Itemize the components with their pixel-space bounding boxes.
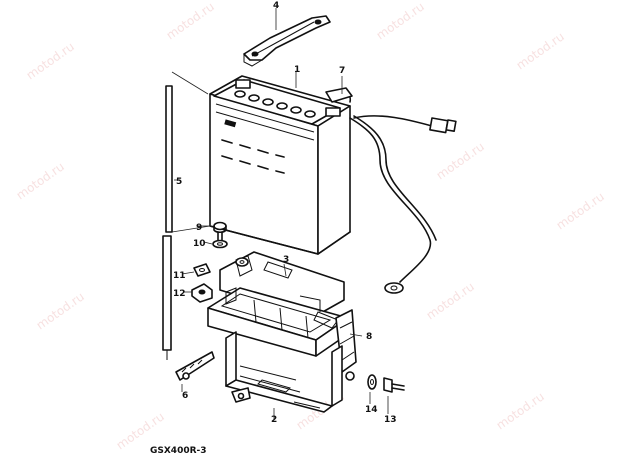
callout-13: 13 [384,415,397,425]
hose-guide [175,351,215,381]
callout-4: 4 [273,1,279,11]
watermark: motod.ru [494,389,547,432]
battery-strap [243,15,331,67]
callouts: 4 1 7 5 9 10 3 11 12 8 6 14 13 2 [173,1,397,425]
callout-12: 12 [173,289,186,299]
watermark: motod.ru [164,0,217,42]
watermark: motod.ru [374,0,427,42]
callout-7: 7 [339,66,345,76]
battery [209,75,351,255]
callout-1: 1 [294,65,300,75]
lead-connector [429,117,449,134]
leader-lines [174,8,389,420]
watermark: motod.ru [424,279,477,322]
callout-11: 11 [173,271,186,281]
cushion-12 [191,283,213,303]
callout-3: 3 [283,255,289,265]
bolt-13 [383,377,405,393]
watermark: motod.ru [14,159,67,202]
negative-terminal [235,79,251,89]
cushion-washer [235,257,249,267]
callout-6: 6 [182,391,188,401]
ring-terminal [384,282,404,294]
positive-terminal [325,107,341,117]
model-code-label: GSX400R-3 [150,446,207,456]
washer-10 [212,239,228,249]
callout-10: 10 [193,239,206,249]
callout-2: 2 [271,415,277,425]
watermark: motod.ru [554,189,607,232]
battery-lead [325,87,457,294]
watermark: motod.ru [34,289,87,332]
callout-9: 9 [196,223,202,233]
watermark: motod.ru [434,139,487,182]
watermark: motod.ru [24,39,77,82]
breather-hose [162,71,211,360]
washer-14 [367,374,377,390]
lower-frame [225,331,343,413]
callout-14: 14 [365,405,378,415]
watermark: motod.ru [514,29,567,72]
callout-5: 5 [176,177,182,187]
callout-8: 8 [366,332,372,342]
battery-cell-caps [234,90,316,118]
nut-11 [193,263,211,277]
